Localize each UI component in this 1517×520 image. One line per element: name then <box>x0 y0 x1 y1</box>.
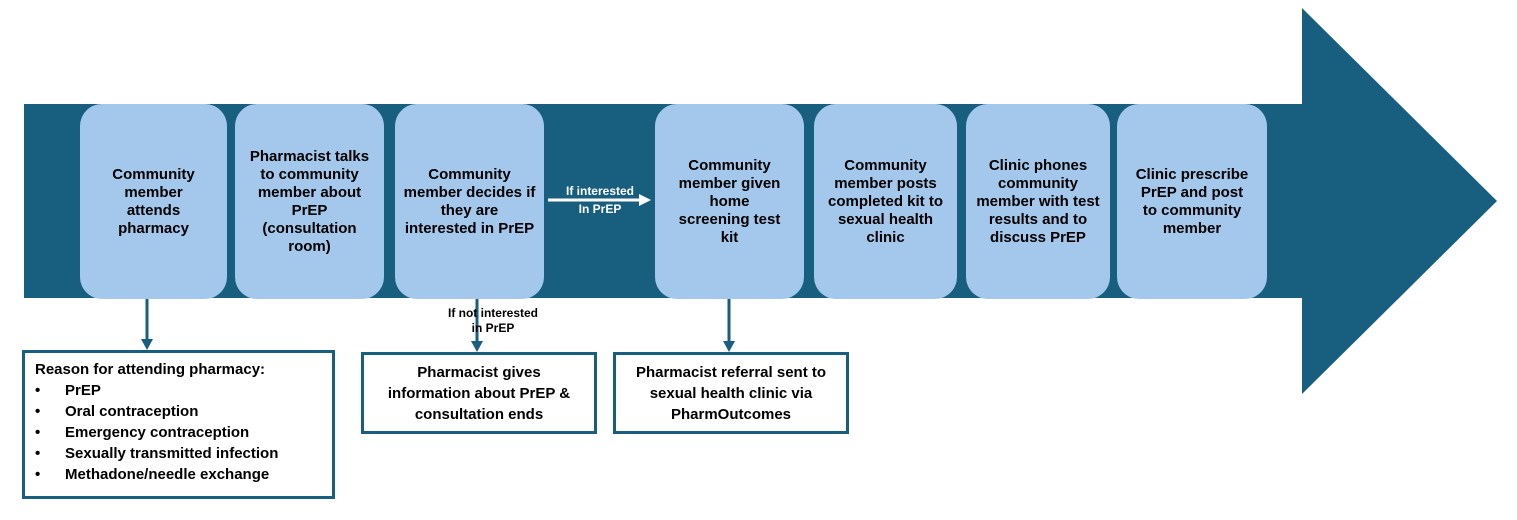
not-interested-label-line1: If not interested <box>447 306 538 320</box>
step-clinic-prescribes: Clinic prescribe PrEP and post to commun… <box>1117 104 1267 299</box>
step-label: Community member posts completed kit to … <box>827 156 943 246</box>
connector-arrowhead <box>639 194 651 206</box>
interested-label-line1: If interested <box>565 184 634 198</box>
step-label: Community member attends pharmacy <box>112 165 195 237</box>
step-clinic-phones: Clinic phones community member with test… <box>966 104 1110 299</box>
step-label: Clinic phones community member with test… <box>976 156 1100 246</box>
step-posts-kit: Community member posts completed kit to … <box>814 104 957 299</box>
reasons-box: Reason for attending pharmacy: PrEP Oral… <box>22 350 335 499</box>
step-attend-pharmacy: Community member attends pharmacy <box>80 104 227 299</box>
reason-item: PrEP <box>35 380 322 401</box>
step-label: Pharmacist talks to community member abo… <box>249 147 370 255</box>
interested-label-line2: In PrEP <box>578 202 622 216</box>
connector-arrowhead <box>141 339 153 350</box>
step-decides-interest: Community member decides if they are int… <box>395 104 544 299</box>
referral-box: Pharmacist referral sent to sexual healt… <box>613 352 849 434</box>
interested-label: If interested In PrEP <box>550 184 650 217</box>
reason-item: Emergency contraception <box>35 422 322 443</box>
step-label: Community member given home screening te… <box>678 156 781 246</box>
not-interested-label: If not interested in PrEP <box>426 306 560 336</box>
info-box: Pharmacist gives information about PrEP … <box>361 352 597 434</box>
reasons-list: PrEP Oral contraception Emergency contra… <box>35 380 322 485</box>
step-home-test-kit: Community member given home screening te… <box>655 104 804 299</box>
reason-item: Sexually transmitted infection <box>35 443 322 464</box>
info-text: Pharmacist gives information about PrEP … <box>387 363 571 423</box>
connector-arrowhead <box>723 341 735 352</box>
reason-item: Methadone/needle exchange <box>35 464 322 485</box>
referral-text: Pharmacist referral sent to sexual healt… <box>635 363 827 423</box>
not-interested-label-line2: in PrEP <box>471 321 515 335</box>
step-label: Community member decides if they are int… <box>403 165 536 237</box>
connector-arrowhead <box>471 341 483 352</box>
step-pharmacist-talks: Pharmacist talks to community member abo… <box>235 104 384 299</box>
reasons-title: Reason for attending pharmacy: <box>35 361 266 378</box>
reason-item: Oral contraception <box>35 401 322 422</box>
step-label: Clinic prescribe PrEP and post to commun… <box>1135 165 1249 237</box>
